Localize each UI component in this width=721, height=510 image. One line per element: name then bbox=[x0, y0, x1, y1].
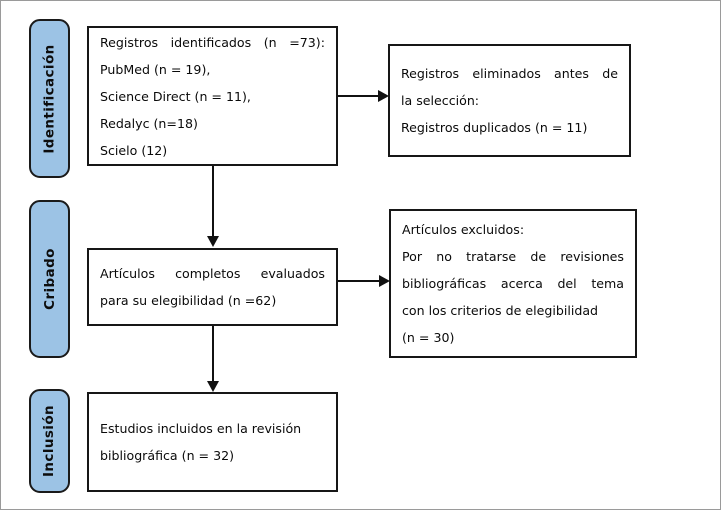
stage-tab-inclusion: Inclusión bbox=[29, 389, 70, 493]
box-line: PubMed (n = 19), bbox=[100, 61, 211, 77]
box-line: bibliográfica (n = 32) bbox=[100, 448, 235, 463]
stage-tab-identificacion: Identificación bbox=[29, 19, 70, 178]
box-articulos-completos-evaluados-content: Artículos completos evaluados para su el… bbox=[89, 260, 336, 314]
box-line: con los criterios de elegibilidad bbox=[402, 303, 599, 318]
box-line: Artículos completos evaluados bbox=[100, 266, 325, 281]
stage-tab-identificacion-label: Identificación bbox=[41, 43, 58, 154]
connector-identified-to-assessed bbox=[212, 166, 214, 238]
box-line: Artículos excluidos: bbox=[402, 222, 525, 237]
box-line: para su elegibilidad (n =62) bbox=[100, 293, 277, 308]
stage-tab-inclusion-label: Inclusión bbox=[41, 404, 58, 478]
box-line: (n = 30) bbox=[402, 330, 455, 345]
connector-identified-to-removed bbox=[338, 95, 380, 97]
box-registros-identificados: Registros identificados (n =73): PubMed … bbox=[87, 26, 338, 166]
box-estudios-incluidos-content: Estudios incluidos en la revisión biblio… bbox=[89, 415, 336, 469]
connector-assessed-to-included bbox=[212, 326, 214, 383]
box-line: Redalyc (n=18) bbox=[100, 115, 198, 131]
box-registros-eliminados-content: Registros eliminados antes de la selecci… bbox=[390, 60, 629, 141]
arrowhead-right-icon bbox=[379, 275, 390, 287]
connector-assessed-to-excluded bbox=[338, 280, 381, 282]
box-line: Science Direct (n = 11), bbox=[100, 88, 251, 104]
box-line: bibliográficas acerca del tema bbox=[402, 276, 624, 291]
box-registros-identificados-content: Registros identificados (n =73): PubMed … bbox=[89, 29, 336, 164]
stage-tab-cribado-label: Cribado bbox=[41, 248, 58, 310]
box-line: Registros eliminados antes de bbox=[401, 66, 618, 81]
box-line: Estudios incluidos en la revisión bbox=[100, 421, 302, 436]
arrowhead-down-icon bbox=[207, 381, 219, 392]
box-registros-eliminados: Registros eliminados antes de la selecci… bbox=[388, 44, 631, 157]
box-articulos-excluidos: Artículos excluidos: Por no tratarse de … bbox=[389, 209, 637, 358]
stage-tab-cribado: Cribado bbox=[29, 200, 70, 358]
box-line: Registros identificados (n =73): bbox=[100, 34, 325, 50]
box-articulos-completos-evaluados: Artículos completos evaluados para su el… bbox=[87, 248, 338, 326]
box-line: Registros duplicados (n = 11) bbox=[401, 120, 588, 135]
box-line: Por no tratarse de revisiones bbox=[402, 249, 624, 264]
box-line: Scielo (12) bbox=[100, 142, 168, 158]
box-estudios-incluidos: Estudios incluidos en la revisión biblio… bbox=[87, 392, 338, 492]
arrowhead-right-icon bbox=[378, 90, 389, 102]
arrowhead-down-icon bbox=[207, 236, 219, 247]
box-articulos-excluidos-content: Artículos excluidos: Por no tratarse de … bbox=[391, 216, 635, 351]
box-line: la selección: bbox=[401, 93, 480, 108]
